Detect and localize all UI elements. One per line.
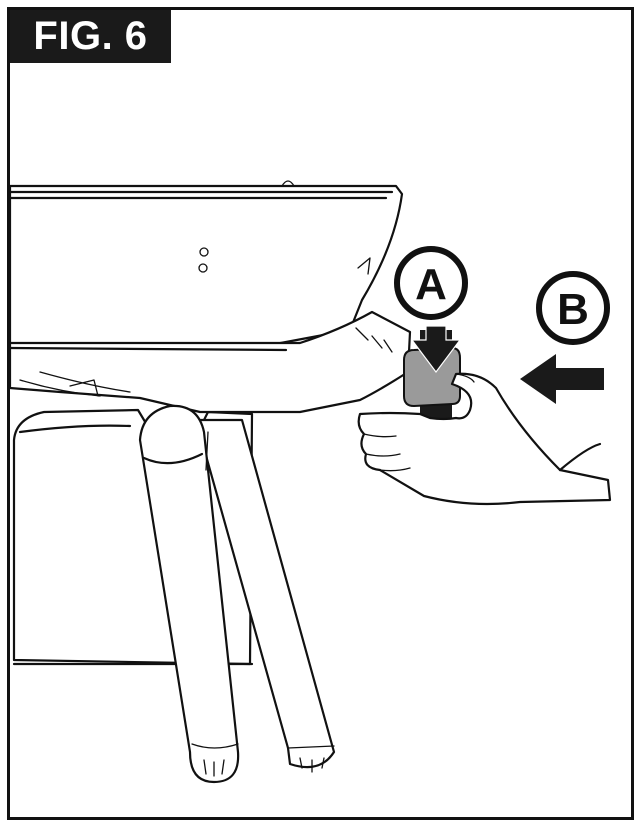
grill-legs bbox=[138, 404, 336, 784]
callout-b-label: B bbox=[557, 285, 589, 334]
callout-a: A bbox=[394, 246, 468, 320]
callout-b: B bbox=[536, 271, 610, 345]
figure-label: FIG. 6 bbox=[10, 10, 171, 63]
grill-bowl bbox=[8, 180, 404, 347]
figure-border bbox=[7, 7, 634, 820]
hand bbox=[357, 372, 612, 506]
arrow-a-icon bbox=[410, 325, 462, 373]
arrow-b-icon bbox=[520, 354, 604, 404]
callout-a-label: A bbox=[415, 260, 447, 309]
